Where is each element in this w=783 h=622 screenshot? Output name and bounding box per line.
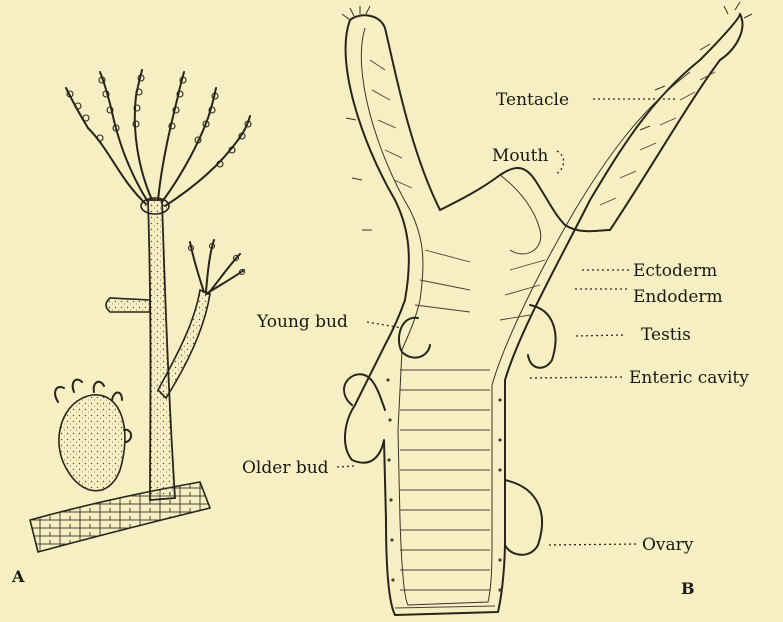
label-tentacle: Tentacle [496,90,569,110]
label-testis: Testis [641,325,691,345]
label-young-bud: Young bud [256,312,348,332]
label-mouth: Mouth [492,146,548,166]
label-ovary: Ovary [642,535,694,555]
label-endoderm: Endoderm [633,287,723,307]
label-older-bud: Older bud [242,458,329,478]
label-ectoderm: Ectoderm [633,261,717,281]
panel-b-letter: B [681,579,695,598]
panel-a-letter: A [11,567,25,586]
panel-a-hydra-drawing [30,70,251,552]
label-enteric-cavity: Enteric cavity [629,368,749,388]
